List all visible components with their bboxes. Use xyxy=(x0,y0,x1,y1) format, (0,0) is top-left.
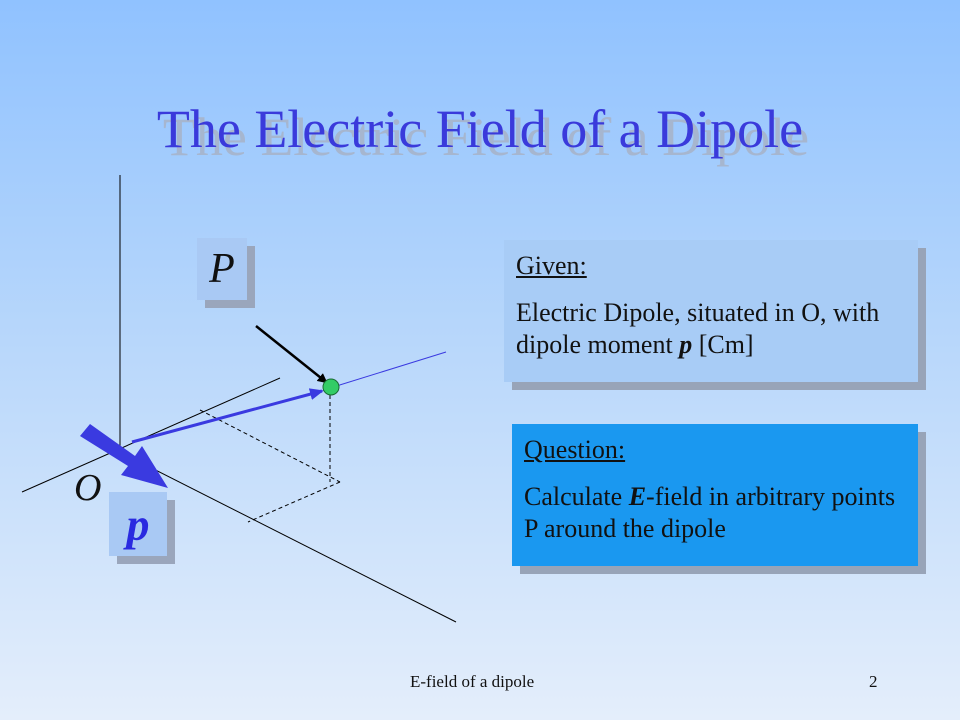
y-axis xyxy=(109,446,457,623)
given-panel: Given: Electric Dipole, situated in O, w… xyxy=(504,240,926,390)
question-heading: Question: xyxy=(524,435,626,464)
projection-dashed-1 xyxy=(199,409,341,483)
given-text-before: Electric Dipole, situated in O, with dip… xyxy=(516,297,880,360)
footer-title: E-field of a dipole xyxy=(410,672,535,691)
question-text-before: Calculate xyxy=(524,481,629,511)
question-panel: Question: Calculate E-field in arbitrary… xyxy=(512,424,926,574)
point-label: P xyxy=(197,238,247,300)
projection-dashed-3 xyxy=(247,481,341,523)
dipole-moment-arrow xyxy=(80,424,168,488)
point-p-marker xyxy=(322,378,340,396)
page-number: 2 xyxy=(869,672,878,691)
title-block: The Electric Field of a Dipole The Elect… xyxy=(0,88,960,178)
given-text: Electric Dipole, situated in O, with dip… xyxy=(516,297,906,362)
ray-line xyxy=(329,351,447,389)
question-emphasis: E xyxy=(628,481,647,511)
x-axis xyxy=(21,377,281,493)
given-heading: Given: xyxy=(516,251,587,280)
slide-title: The Electric Field of a Dipole xyxy=(156,99,804,159)
given-panel-body: Given: Electric Dipole, situated in O, w… xyxy=(504,240,918,382)
pointer-arrow xyxy=(255,325,328,384)
title-shadow: The Electric Field of a Dipole xyxy=(162,107,810,167)
given-text-after: [Cm] xyxy=(692,330,754,359)
given-emphasis: p xyxy=(679,330,693,359)
dipole-label: p xyxy=(109,492,167,556)
point-label-box: P xyxy=(197,238,257,308)
position-vector xyxy=(131,388,324,444)
dipole-label-box: p xyxy=(109,492,177,566)
question-panel-body: Question: Calculate E-field in arbitrary… xyxy=(512,424,918,566)
origin-label: O xyxy=(74,467,102,509)
question-text-after: -field in arbitrary points P around the … xyxy=(524,481,896,544)
question-text: Calculate E-field in arbitrary points P … xyxy=(524,481,906,546)
